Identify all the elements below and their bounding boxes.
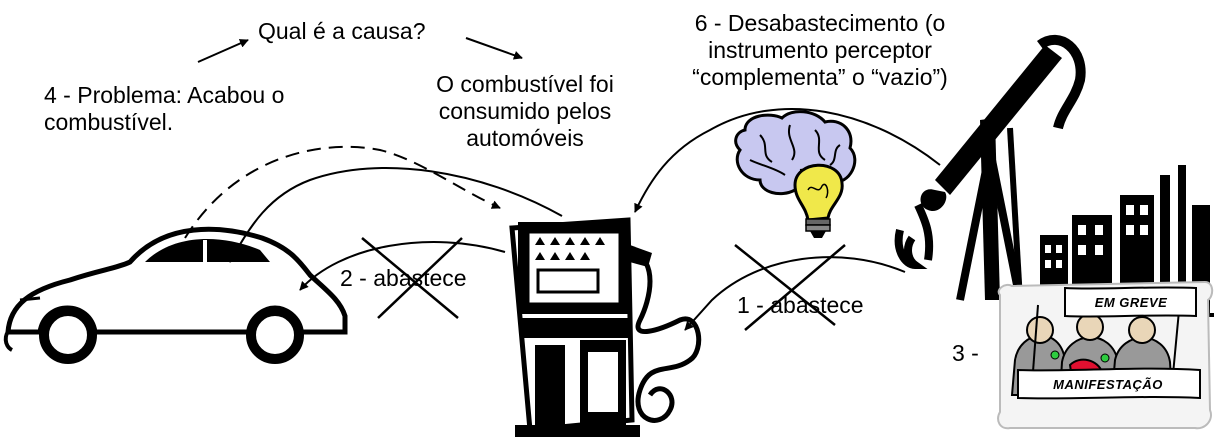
protest-banner-text: MANIFESTAÇÃO <box>1053 377 1163 392</box>
cross-left-a <box>361 237 459 319</box>
shortage-label: 6 - Desabastecimento (o instrumento perc… <box>655 10 985 91</box>
cause-line-2: consumido pelos <box>438 98 612 124</box>
arrow-pump-to-car-upper <box>229 167 563 263</box>
cause-line-1: O combustível foi <box>436 71 614 97</box>
arrow-oil-to-pump-lower <box>684 256 906 331</box>
light-bulb-icon <box>793 163 844 238</box>
shortage-line-2: instrumento perceptor <box>708 37 932 63</box>
strike-number-label: 3 - <box>952 340 979 366</box>
cross-right-a <box>734 244 836 326</box>
cause-line-3: automóveis <box>466 125 584 151</box>
oil-pump-jack-icon <box>894 35 1086 301</box>
problem-line-2: combustível. <box>44 109 174 135</box>
cross-left-b <box>377 237 463 319</box>
problem-label: 4 - Problema: Acabou o combustível. <box>44 82 284 136</box>
question-label: Qual é a causa? <box>258 18 426 44</box>
protest-icon: EM GREVE MANIFESTAÇÃO <box>997 280 1214 430</box>
problem-line-1: 4 - Problema: Acabou o <box>44 82 285 108</box>
refuel-pump-label: 1 - abastece <box>737 292 864 318</box>
arrow-oil-to-pump-upper <box>634 107 941 213</box>
shortage-line-1: 6 - Desabastecimento (o <box>694 10 946 36</box>
shortage-line-3: “complementa” o “vazio”) <box>692 64 948 90</box>
arrow-question-right <box>465 37 523 60</box>
cross-right-b <box>744 244 846 331</box>
cause-label: O combustível foi consumido pelos automó… <box>405 71 645 152</box>
arrow-question-left <box>197 39 249 63</box>
strike-banner-text: EM GREVE <box>1095 295 1168 310</box>
refuel-car-label: 2 - abastece <box>340 265 467 291</box>
arrow-pump-to-car-lower <box>299 241 506 291</box>
cross-out-marks <box>361 237 846 331</box>
car-icon <box>3 226 348 364</box>
fuel-pump-icon <box>509 217 702 437</box>
flow-arrows <box>184 37 941 331</box>
arrow-dashed-car-to-pump <box>184 145 501 239</box>
